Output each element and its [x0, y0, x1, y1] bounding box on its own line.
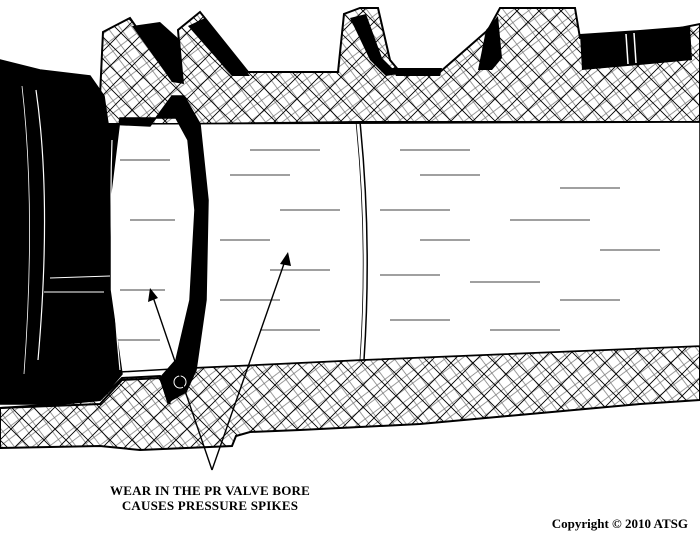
upper-passages — [132, 14, 692, 84]
pr-valve-spool — [0, 59, 209, 405]
caption-line-1: WEAR IN THE PR VALVE BORE — [110, 483, 310, 498]
caption-line-2: CAUSES PRESSURE SPIKES — [121, 498, 299, 513]
arrowheads — [148, 252, 291, 302]
copyright-notice: Copyright © 2010 ATSG — [551, 516, 688, 531]
callout-arrows — [151, 257, 287, 471]
